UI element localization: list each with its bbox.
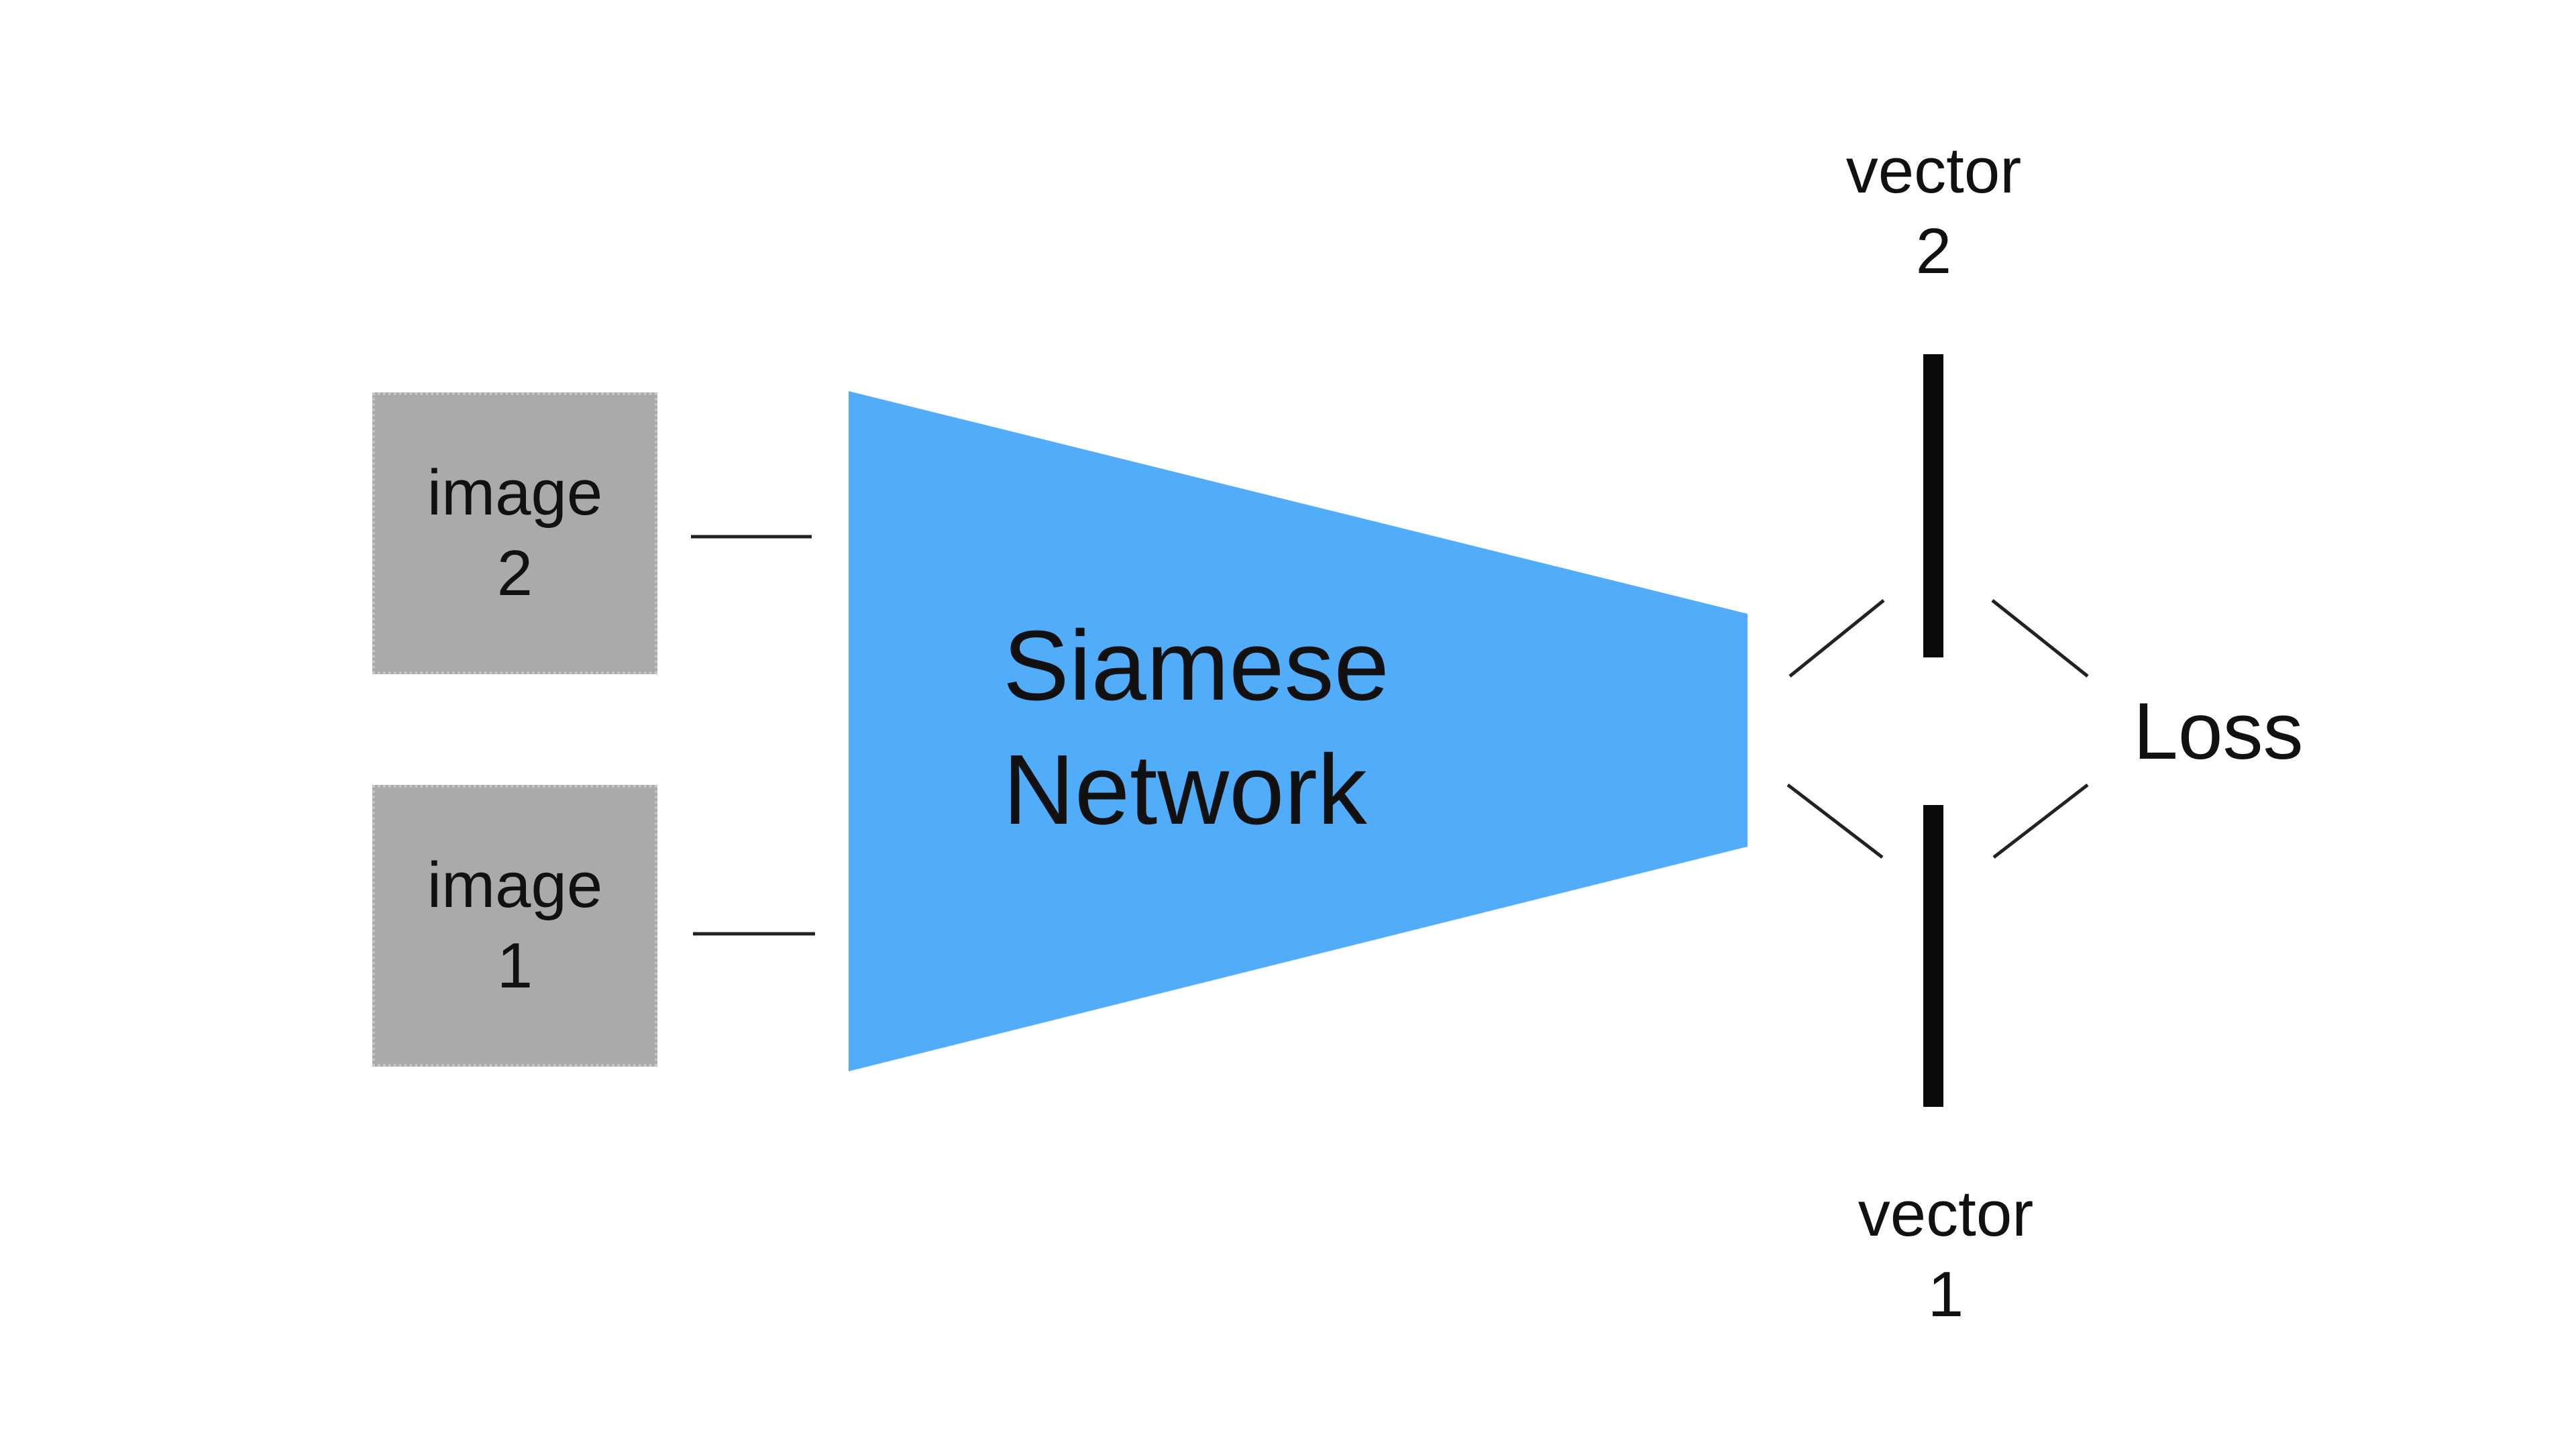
vector-1-label-line2: 1: [1927, 1258, 1964, 1330]
loss-label: Loss: [2133, 686, 2304, 776]
image-1-box: image 1: [372, 785, 657, 1067]
vector-2-label-line1: vector: [1845, 135, 2022, 207]
vector-2-label: vector 2: [1811, 131, 2056, 292]
siamese-network-shape: [849, 391, 1748, 1071]
network-to-vector-1-connector: [1786, 784, 1884, 859]
vector-1-to-loss-connector: [1992, 784, 2089, 859]
network-label-line2: Network: [1003, 735, 1367, 845]
vector-1-bar: [1923, 805, 1943, 1107]
image-1-label: image: [427, 849, 603, 921]
vector-1-label: vector 1: [1823, 1174, 2068, 1335]
image-2-box: image 2: [372, 392, 657, 674]
network-label: Siamese Network: [1003, 604, 1389, 852]
vector-2-bar: [1923, 354, 1943, 657]
network-to-vector-2-connector: [1788, 599, 1885, 678]
vector-1-label-line1: vector: [1858, 1178, 2034, 1250]
image-2-label: image: [427, 457, 603, 529]
vector-2-to-loss-connector: [1991, 599, 2089, 678]
image-2-number: 2: [496, 537, 533, 609]
vector-2-label-line2: 2: [1915, 215, 1952, 287]
network-label-line1: Siamese: [1003, 610, 1389, 721]
image-1-number: 1: [496, 930, 533, 1002]
